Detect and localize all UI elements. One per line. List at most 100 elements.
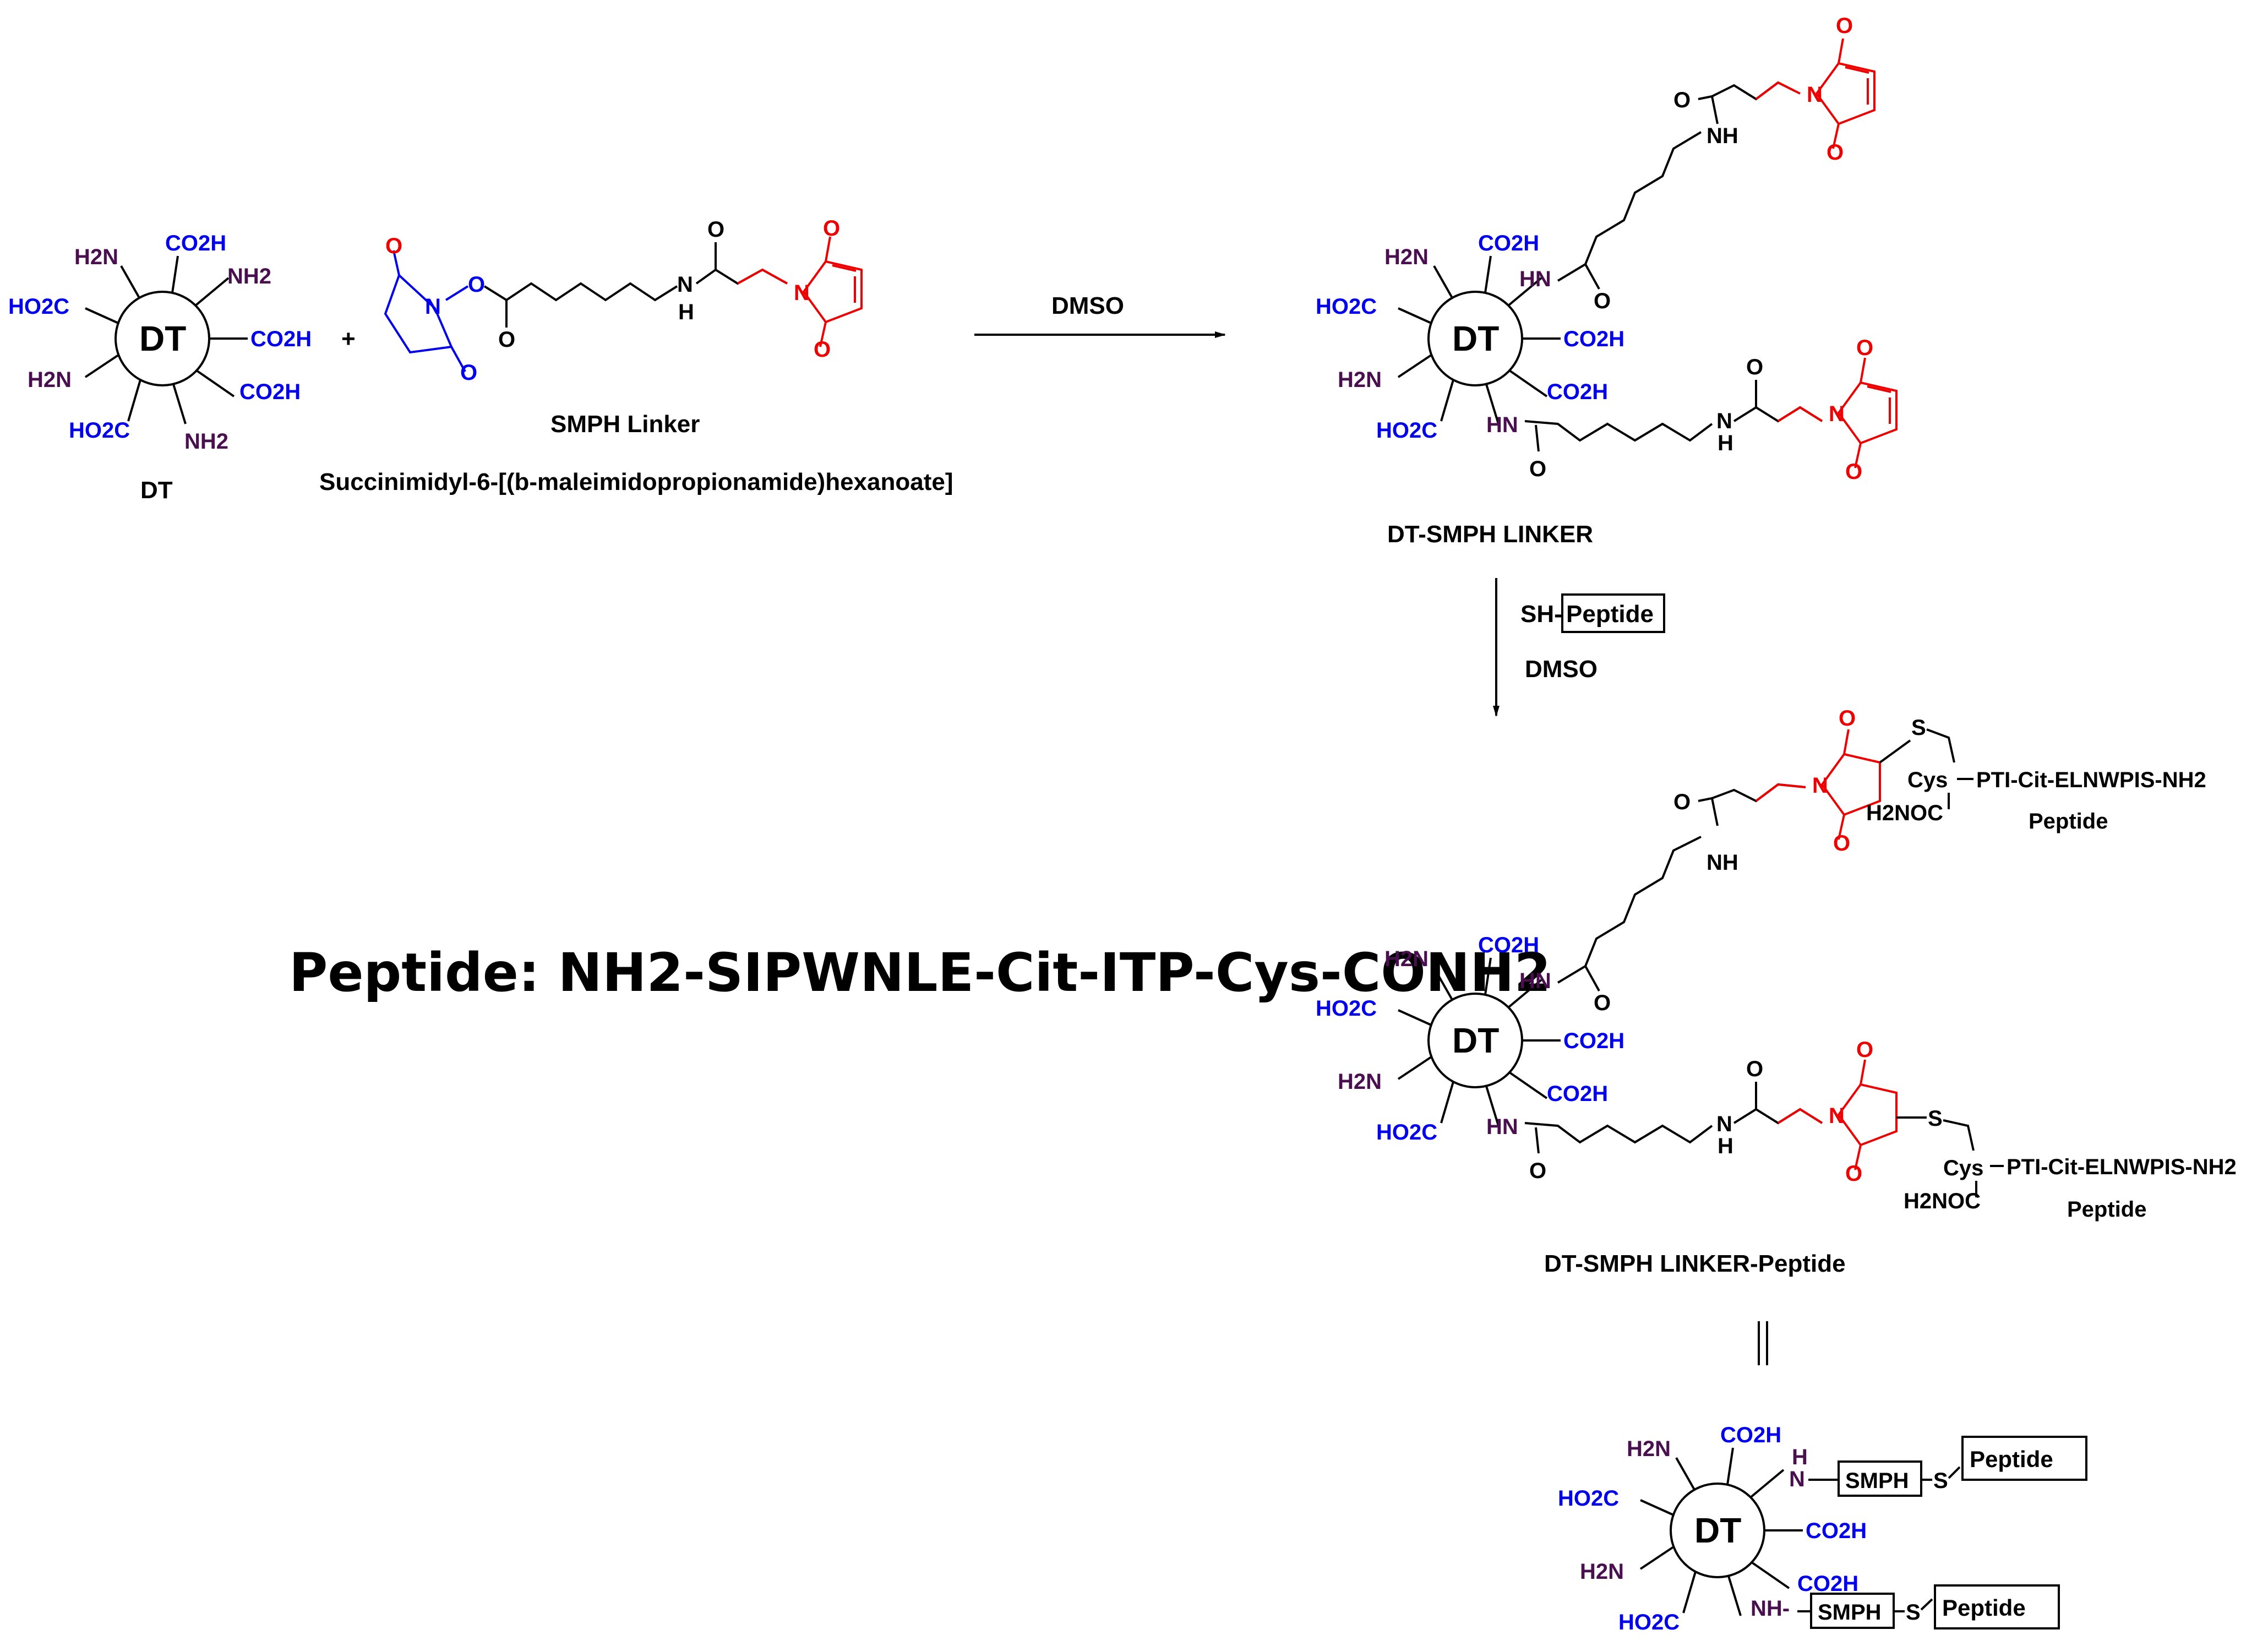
oxygen-label: O <box>1529 457 1546 481</box>
nitrogen-label: N <box>1812 773 1828 798</box>
carboxyl-label: CO2H <box>250 327 312 351</box>
sulfur-label: S <box>1928 1107 1943 1131</box>
carboxyl-label: HO2C <box>1316 996 1377 1021</box>
product1-label: DT-SMPH LINKER <box>1387 521 1593 548</box>
oxygen-label: O <box>814 337 831 362</box>
cys-label: Cys <box>1943 1156 1983 1180</box>
carboxyl-label: CO2H <box>1563 1029 1624 1053</box>
oxygen-label: O <box>1529 1159 1546 1183</box>
oxygen-label: O <box>1746 1057 1763 1081</box>
amine-label: NH2 <box>227 264 271 288</box>
carboxyl-label: CO2H <box>1478 231 1539 255</box>
oxygen-label: O <box>1594 289 1611 313</box>
nitrogen-label: N <box>677 272 693 297</box>
amine-label: H <box>1792 1445 1808 1469</box>
sulfur-label: S <box>1906 1600 1921 1625</box>
h2noc-label: H2NOC <box>1904 1189 1981 1213</box>
carboxyl-label: HO2C <box>1558 1486 1619 1511</box>
oxygen-label: O <box>1746 355 1763 379</box>
nitrogen-label: N <box>1807 83 1823 107</box>
oxygen-label: O <box>1845 460 1862 484</box>
oxygen-label: O <box>498 328 515 352</box>
dt-smph-linker-peptide-molecule: DT H2N CO2H HN CO2H CO2H HN HO2C H2N HO2… <box>1316 706 2237 1222</box>
oxygen-label: O <box>460 361 477 385</box>
nitrogen-label: N <box>425 295 441 319</box>
smph-box <box>1810 1593 1895 1629</box>
oxygen-label: O <box>468 272 485 297</box>
peptide-box <box>1934 1584 2060 1629</box>
amide-label: HN <box>1519 267 1551 291</box>
amine-label: H2N <box>1580 1560 1624 1584</box>
amine-label: H2N <box>1338 1070 1382 1094</box>
carboxyl-label: HO2C <box>8 295 69 319</box>
carboxyl-label: HO2C <box>69 418 130 443</box>
solvent-label: DMSO <box>1051 292 1124 319</box>
sulfur-label: S <box>1933 1469 1948 1493</box>
carboxyl-label: HO2C <box>1618 1610 1680 1634</box>
plus-sign: + <box>341 325 356 352</box>
carboxyl-label: CO2H <box>165 231 226 255</box>
amine-label: H2N <box>1384 245 1429 269</box>
oxygen-label: O <box>823 216 840 241</box>
nitrogen-label: N <box>1716 1112 1732 1136</box>
amine-label: H2N <box>1338 368 1382 392</box>
amine-label: N <box>1789 1467 1805 1491</box>
carboxyl-label: CO2H <box>1720 1423 1781 1447</box>
dt-molecule: DT H2N CO2H NH2 CO2H CO2H NH2 HO2C H2N H… <box>8 231 312 454</box>
amide-label: NH <box>1707 851 1738 875</box>
nitrogen-label: N <box>794 281 810 305</box>
oxygen-label: O <box>1827 140 1844 165</box>
carboxyl-label: CO2H <box>1478 933 1539 957</box>
amine-label: NH- <box>1751 1596 1790 1621</box>
dt-core-label: DT <box>1452 1021 1499 1060</box>
oxygen-label: O <box>1673 790 1691 814</box>
carboxyl-label: CO2H <box>1563 327 1624 351</box>
amine-label: H2N <box>28 368 72 392</box>
peptide-label: Peptide <box>2029 809 2108 833</box>
nitrogen-label: N <box>1829 1104 1845 1128</box>
amine-label: H2N <box>1627 1437 1671 1461</box>
peptide-box-label: Peptide <box>1942 1595 2026 1621</box>
nitrogen-label: N <box>1829 402 1845 426</box>
oxygen-label: O <box>1856 336 1873 360</box>
hydrogen-label: H <box>1718 1134 1733 1158</box>
smph-fullname-label: Succinimidyl-6-[(b-maleimidopropionamide… <box>319 468 953 495</box>
sulfur-label: S <box>1911 716 1926 740</box>
oxygen-label: O <box>1845 1162 1862 1186</box>
dt-core-label: DT <box>1694 1511 1741 1550</box>
oxygen-label: O <box>1594 991 1611 1015</box>
oxygen-label: O <box>1833 831 1850 855</box>
dt-core-label: DT <box>139 319 186 358</box>
dt-smph-linker-molecule: DT H2N CO2H HN CO2H CO2H HN HO2C H2N HO2… <box>1316 14 1898 484</box>
amine-label: H2N <box>74 245 118 269</box>
amine-label: H2N <box>1384 947 1429 971</box>
oxygen-label: O <box>1839 706 1856 731</box>
peptide-box-label: Peptide <box>1970 1446 2053 1472</box>
carboxyl-label: CO2H <box>239 380 301 404</box>
dt-name-label: DT <box>140 477 173 504</box>
carboxyl-label: CO2H <box>1806 1519 1867 1543</box>
amide-label: HN <box>1486 413 1518 437</box>
reagent-prefix: SH- <box>1520 601 1562 628</box>
h2noc-label: H2NOC <box>1866 801 1943 825</box>
smph-box-label: SMPH <box>1818 1600 1882 1625</box>
oxygen-label: O <box>1673 88 1691 112</box>
smph-box <box>1838 1460 1922 1497</box>
peptide-label: Peptide <box>2067 1197 2146 1222</box>
carboxyl-label: CO2H <box>1797 1572 1858 1596</box>
dt-core-label: DT <box>1452 319 1499 358</box>
amine-label: NH2 <box>184 429 228 454</box>
carboxyl-label: CO2H <box>1547 380 1608 404</box>
peptide-sequence: Peptide: NH2-SIPWNLE-Cit-ITP-Cys-CONH2 <box>289 942 1551 1004</box>
nitrogen-label: N <box>1716 409 1732 433</box>
peptide-box <box>1561 593 1665 633</box>
carboxyl-label: HO2C <box>1376 1120 1437 1144</box>
carboxyl-label: HO2C <box>1376 418 1437 443</box>
amide-label: HN <box>1486 1115 1518 1139</box>
peptide-box <box>1961 1436 2087 1481</box>
peptide-chain-label: PTI-Cit-ELNWPIS-NH2 <box>2007 1155 2237 1179</box>
peptide-chain-label: PTI-Cit-ELNWPIS-NH2 <box>1976 768 2206 792</box>
solvent-label: DMSO <box>1525 656 1598 683</box>
product2-label: DT-SMPH LINKER-Peptide <box>1544 1250 1846 1277</box>
